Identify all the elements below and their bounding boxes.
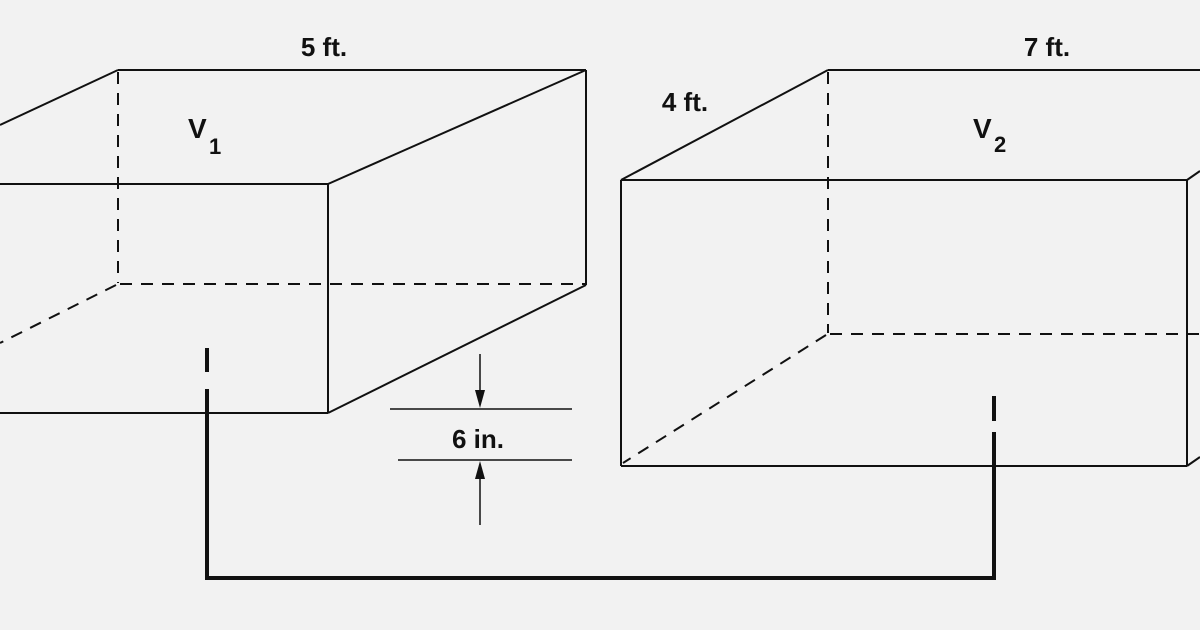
tank-1 bbox=[0, 69, 587, 414]
tank1-volume-letter: V bbox=[188, 113, 207, 144]
height-difference-label: 6 in. bbox=[452, 424, 504, 454]
tank2-volume-subscript: 2 bbox=[994, 132, 1006, 157]
tank2-volume-letter: V bbox=[973, 113, 992, 144]
tank2-top-left-edge bbox=[620, 69, 829, 181]
tank2-hidden-bottom-left-edge bbox=[622, 334, 827, 464]
tank1-top-left-edge bbox=[0, 69, 119, 126]
tank1-volume-subscript: 1 bbox=[209, 134, 221, 159]
tank2-bottom-right-edge bbox=[1186, 456, 1200, 467]
tank1-top-right-edge bbox=[327, 69, 587, 185]
tank2-volume-label: V 2 bbox=[973, 113, 1006, 157]
connecting-pipe bbox=[205, 348, 996, 580]
tank1-width-label: 5 ft. bbox=[301, 32, 347, 62]
tank2-width-label: 7 ft. bbox=[1024, 32, 1070, 62]
dimension-arrow-down-icon bbox=[475, 390, 485, 408]
tank2-top-right-edge bbox=[1186, 170, 1200, 181]
tank1-bottom-right-edge bbox=[327, 284, 587, 414]
height-difference-dimension: 6 in. bbox=[390, 354, 572, 525]
tank1-hidden-bottom-left-edge bbox=[0, 284, 117, 344]
tank1-volume-label: V 1 bbox=[188, 113, 221, 159]
tank-2 bbox=[620, 69, 1200, 467]
dimension-arrow-up-icon bbox=[475, 461, 485, 479]
tank2-depth-label: 4 ft. bbox=[662, 87, 708, 117]
pipe-body bbox=[205, 389, 996, 580]
